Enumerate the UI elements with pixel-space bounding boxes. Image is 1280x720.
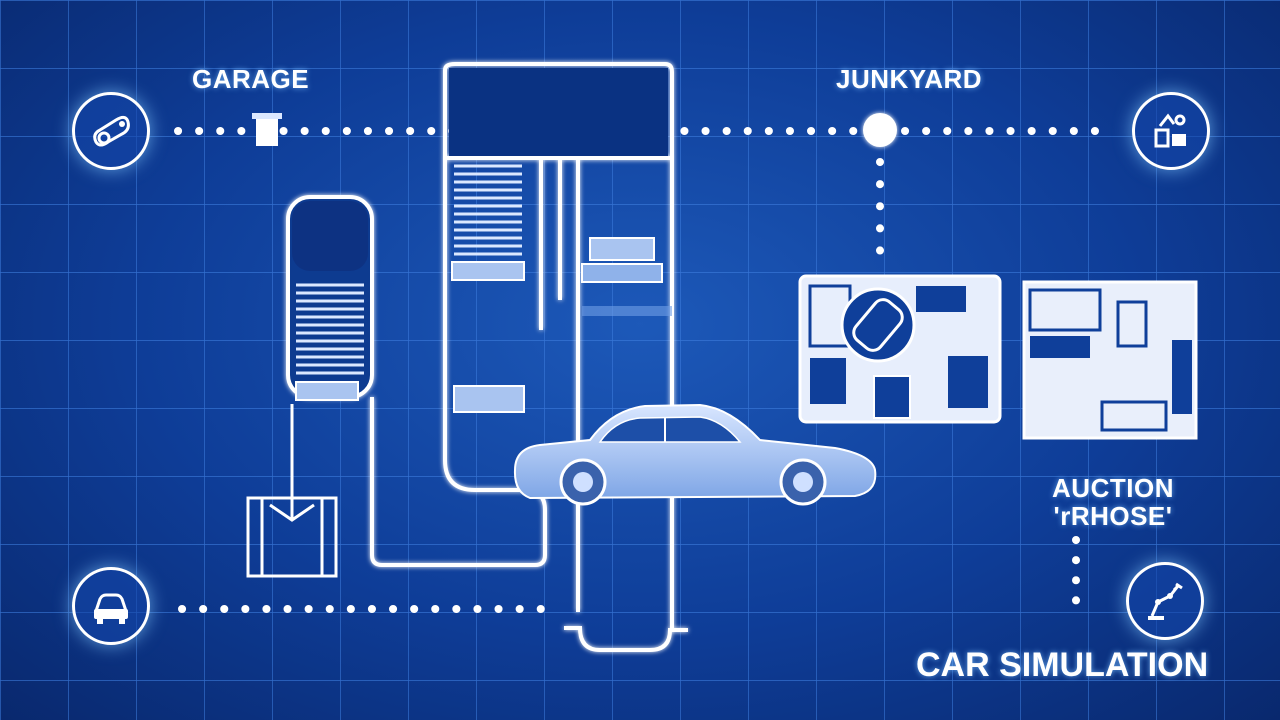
- auction-label-line2: 'rRHOSE': [1053, 501, 1173, 531]
- garage-label: GARAGE: [192, 64, 310, 94]
- central-lift-platform: [451, 261, 525, 281]
- junkyard-machine-panel: [798, 274, 1002, 424]
- junkyard-label: JUNKYARD: [836, 64, 983, 94]
- left-lift-platform: [295, 381, 359, 401]
- auction-house-label: AUCTION 'rRHOSE': [1030, 474, 1196, 530]
- page-title: CAR SIMULATION: [916, 646, 1209, 684]
- steering-wheel-icon[interactable]: [72, 92, 150, 170]
- right-lift-platform: [589, 237, 655, 261]
- left-lift-bay: [286, 195, 374, 399]
- car-silhouette: [513, 403, 877, 506]
- mechanic-tools-icon[interactable]: [1132, 92, 1210, 170]
- central-lift-unit: [454, 164, 522, 256]
- left-scaffold: [246, 404, 338, 578]
- central-top-block: [449, 68, 668, 156]
- left-lift-slats: [296, 283, 364, 375]
- junkyard-node: [863, 113, 897, 147]
- route-lines: [370, 62, 688, 652]
- car-front-icon[interactable]: [72, 567, 150, 645]
- auction-label-line1: AUCTION: [1052, 473, 1174, 503]
- lower-lift-platform: [453, 385, 525, 413]
- robotic-arm-icon[interactable]: [1126, 562, 1204, 640]
- beam-highlight: [582, 306, 672, 316]
- garage-marker: [252, 113, 282, 146]
- auction-house-panel: [1022, 280, 1198, 440]
- right-lift-base: [581, 263, 663, 283]
